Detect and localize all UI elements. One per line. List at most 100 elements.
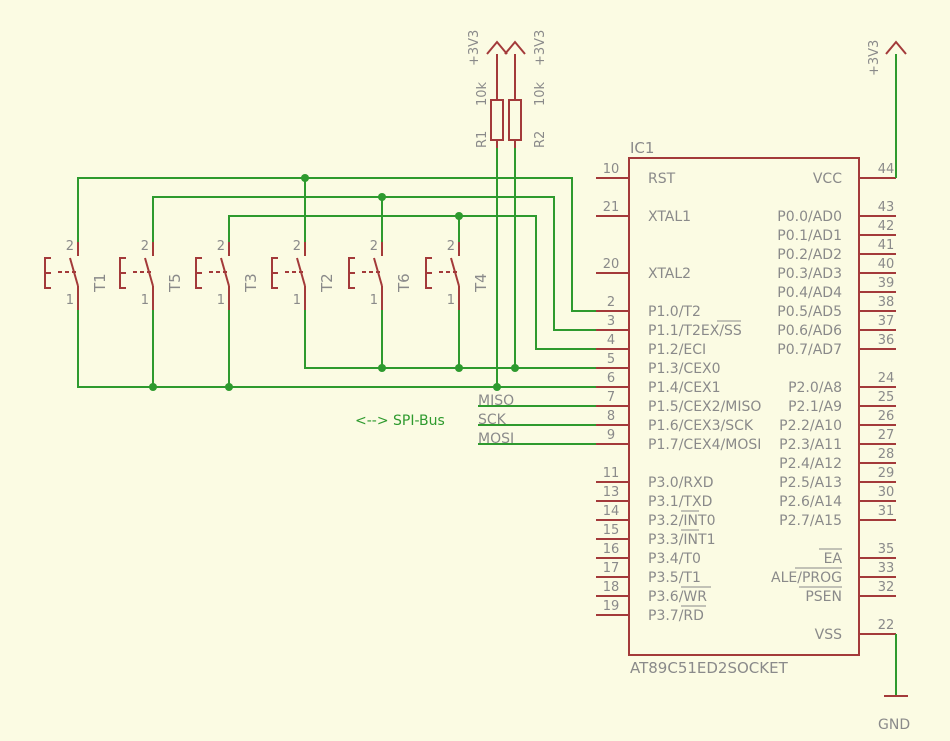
- ic-pin-name: P0.0/AD0: [777, 209, 842, 225]
- wire-t3-top-p12: [228, 215, 596, 350]
- resistor-r1[interactable]: R1 10k: [475, 54, 504, 148]
- ic-pin-name: VCC: [813, 171, 842, 187]
- ic-pin-number: 2: [607, 295, 615, 310]
- ic-pin-name: P1.7/CEX4/MOSI: [648, 437, 761, 453]
- resistor-r2[interactable]: R2 10k: [508, 54, 548, 148]
- r2-value: 10k: [533, 81, 548, 106]
- ic-pin-number: 4: [607, 333, 615, 348]
- ic-pin-number: 18: [603, 580, 620, 595]
- ic-pin-name: P0.6/AD6: [777, 323, 842, 339]
- ic-pin-number: 35: [878, 542, 895, 557]
- ic-pin-name: P1.4/CEX1: [648, 380, 721, 396]
- junction-dot: [149, 383, 157, 391]
- junction-dot: [493, 383, 501, 391]
- ic-pin-name: P0.1/AD1: [777, 228, 842, 244]
- ic-pin-name: P2.5/A13: [779, 475, 842, 491]
- ic-pin-name: EA: [824, 551, 843, 567]
- junction-dot: [378, 193, 386, 201]
- ic-pin-number: 16: [603, 542, 620, 557]
- supply-label: +3V3: [533, 30, 548, 66]
- ic-pin-number: 36: [878, 333, 895, 348]
- switch-pin-bottom: 1: [141, 293, 149, 308]
- ic-pin-name: P2.2/A10: [779, 418, 842, 434]
- ic-pin-name: P3.7/RD: [648, 608, 704, 624]
- ground-label: GND: [878, 717, 910, 733]
- ic-pin-name: P1.6/CEX3/SCK: [648, 418, 754, 434]
- ic-pin-name: P1.2/ECI: [648, 342, 706, 358]
- ic-pin-number: 39: [878, 276, 895, 291]
- ic-pin-name: P1.0/T2: [648, 304, 701, 320]
- supply-3v3-r1[interactable]: +3V3: [467, 30, 508, 66]
- ic-pin-name: P1.5/CEX2/MISO: [648, 399, 761, 415]
- ic-pin-number: 38: [878, 295, 895, 310]
- wire-t1-bottom-p14: [77, 310, 596, 388]
- ic-pin-number: 17: [603, 561, 620, 576]
- ic-pin-name: P2.3/A11: [779, 437, 842, 453]
- switch-ref: T3: [242, 273, 260, 293]
- pushbutton-t1[interactable]: 2 1 T1: [44, 239, 109, 310]
- ic-pin-number: 42: [878, 219, 895, 234]
- ic-pin-name: P2.0/A8: [788, 380, 842, 396]
- ic-ref: IC1: [630, 139, 654, 157]
- ic-pin-number: 41: [878, 238, 895, 253]
- ic-pin-number: 33: [878, 561, 895, 576]
- ic-pin-number: 13: [603, 485, 620, 500]
- ic-part-name: AT89C51ED2SOCKET: [630, 659, 789, 677]
- junction-dot: [301, 174, 309, 182]
- switch-pin-top: 2: [370, 239, 378, 254]
- net-label-sck: SCK: [478, 412, 507, 428]
- switch-ref: T2: [318, 273, 336, 293]
- switch-ref: T6: [395, 273, 413, 293]
- ic-pin-name: VSS: [815, 627, 842, 643]
- ic-pin-name: ALE/PROG: [771, 570, 842, 586]
- ic-pin-number: 31: [878, 504, 895, 519]
- switch-ref: T1: [91, 273, 109, 293]
- ic-pin-name: P2.4/A12: [779, 456, 842, 472]
- supply-arrow-icon: [885, 40, 907, 55]
- switch-pin-top: 2: [66, 239, 74, 254]
- ic-pin-name: P2.6/A14: [779, 494, 842, 510]
- switch-pin-top: 2: [447, 239, 455, 254]
- net-label-mosi: MOSI: [478, 431, 514, 447]
- ic-pin-name: XTAL1: [648, 209, 691, 225]
- ic-pin-number: 5: [607, 352, 615, 367]
- switch-pin-bottom: 1: [66, 293, 74, 308]
- ic-pin-number: 26: [878, 409, 895, 424]
- ic-pin-name: XTAL2: [648, 266, 691, 282]
- ic-pin-name: P0.4/AD4: [777, 285, 842, 301]
- supply-3v3-vcc[interactable]: +3V3: [867, 40, 907, 76]
- supply-arrow-icon: [486, 40, 508, 55]
- ground-symbol[interactable]: GND: [878, 695, 910, 733]
- ic-pin-name: P1.3/CEX0: [648, 361, 721, 377]
- ic-pin-number: 14: [603, 504, 620, 519]
- ic-pin-number: 20: [603, 257, 620, 272]
- ic-pin-number: 30: [878, 485, 895, 500]
- ic-ic1[interactable]: IC1 AT89C51ED2SOCKET 10RST21XTAL120XTAL2…: [596, 139, 896, 677]
- switch-pin-bottom: 1: [447, 293, 455, 308]
- ic-pin-number: 29: [878, 466, 895, 481]
- ic-pin-number: 25: [878, 390, 895, 405]
- junction-dot: [511, 364, 519, 372]
- ic-pin-number: 11: [603, 466, 620, 481]
- wire-t5-top-p11: [152, 196, 596, 331]
- ic-pin-name: PSEN: [805, 589, 842, 605]
- ic-pin-name: P0.2/AD2: [777, 247, 842, 263]
- ic-pin-name: P3.5/T1: [648, 570, 701, 586]
- ic-pin-number: 19: [603, 599, 620, 614]
- supply-label: +3V3: [467, 30, 482, 66]
- supply-arrow-icon: [504, 40, 526, 55]
- supply-3v3-r2[interactable]: +3V3: [504, 30, 548, 66]
- ic-pin-name: P3.1/TXD: [648, 494, 712, 510]
- ic-pin-number: 32: [878, 580, 895, 595]
- ic-pin-name: P0.5/AD5: [777, 304, 842, 320]
- ic-pin-number: 27: [878, 428, 895, 443]
- r2-body: [508, 99, 522, 141]
- r2-ref: R2: [533, 131, 548, 148]
- r1-body: [490, 99, 504, 141]
